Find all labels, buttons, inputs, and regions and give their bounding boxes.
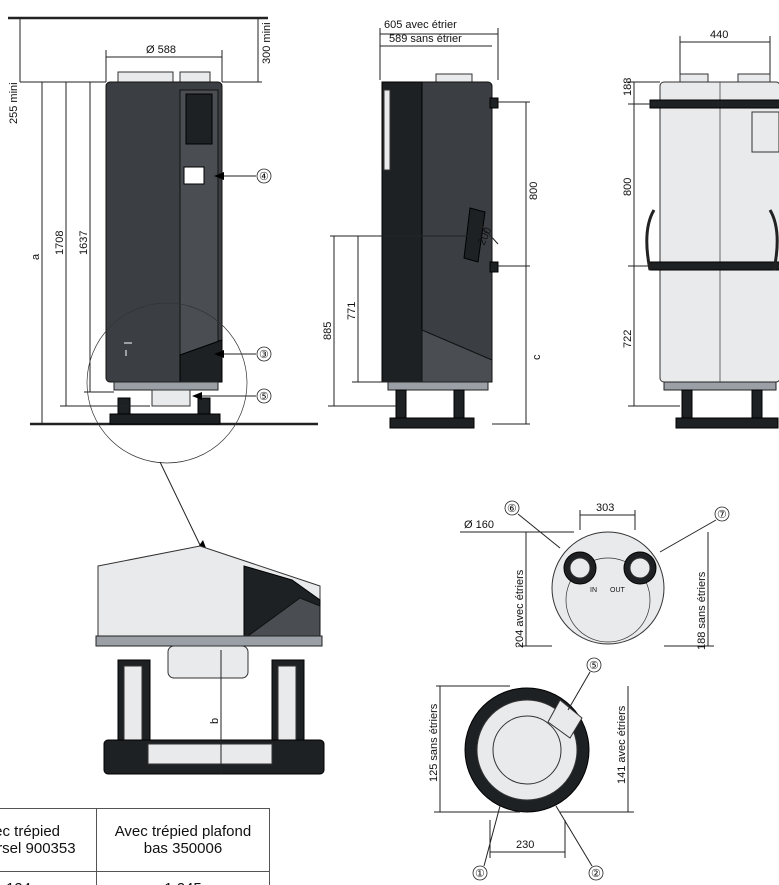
dim-722: 722 xyxy=(622,330,634,348)
marker-5: ⑤ xyxy=(259,391,269,403)
back-view: 440 188 800 722 xyxy=(622,29,779,429)
dim-440: 440 xyxy=(710,29,728,41)
dim-188-sans: 188 sans étriers xyxy=(696,571,708,650)
table-value-plafond: 1 245 xyxy=(95,871,271,885)
logo-badge xyxy=(183,166,205,185)
marker-6: ⑥ xyxy=(507,503,517,515)
side-view: 605 avec étrier 589 sans étrier 800 c 20… xyxy=(322,19,543,429)
top-view: 303 IN OUT Ø 160 ⑥ ⑦ 204 avec étriers 18… xyxy=(460,500,730,650)
dim-160: Ø 160 xyxy=(464,519,494,531)
table-value-universel: 124 xyxy=(0,871,97,885)
dim-a: a xyxy=(30,253,42,260)
dim-b: b xyxy=(209,718,221,724)
detail-view: b xyxy=(95,545,325,775)
dim-588: Ø 588 xyxy=(146,44,176,56)
dim-885: 885 xyxy=(322,322,334,340)
table-header-plafond: Avec trépied plafond bas 350006 xyxy=(95,808,271,872)
marker-1: ① xyxy=(475,868,485,880)
dim-230: 230 xyxy=(516,839,534,851)
dim-605: 605 avec étrier xyxy=(384,19,457,31)
label-out: OUT xyxy=(610,587,626,594)
label-in: IN xyxy=(590,587,597,594)
dim-c: c xyxy=(531,354,543,360)
table-header-universel: Avec trépied universel 900353 xyxy=(0,808,97,872)
dimension-table: Avec trépied universel 900353 Avec trépi… xyxy=(0,808,330,885)
marker-4: ④ xyxy=(259,171,269,183)
dim-589: 589 sans étrier xyxy=(389,33,462,45)
dim-1708: 1708 xyxy=(54,231,66,255)
dim-204-avec: 204 avec étriers xyxy=(514,569,526,648)
bottom-view: ⑤ 125 sans étriers 141 avec étriers 230 … xyxy=(428,657,634,881)
marker-3: ③ xyxy=(259,349,269,361)
front-view: Ø 588 300 mini 255 mini a 1708 1637 ④ ③ … xyxy=(8,16,318,550)
dim-125-sans: 125 sans étriers xyxy=(428,703,440,782)
marker-5-bottom: ⑤ xyxy=(589,660,599,672)
dim-1637: 1637 xyxy=(78,231,90,255)
dim-800-back: 800 xyxy=(622,178,634,196)
marker-7: ⑦ xyxy=(717,509,727,521)
dim-255-mini: 255 mini xyxy=(8,82,20,124)
dim-300-mini: 300 mini xyxy=(261,22,273,64)
dim-188-back: 188 xyxy=(622,78,634,96)
marker-2: ② xyxy=(591,868,601,880)
dim-771: 771 xyxy=(346,302,358,320)
dim-303: 303 xyxy=(596,502,614,514)
dim-141-avec: 141 avec étriers xyxy=(616,705,628,784)
dim-800-side: 800 xyxy=(528,182,540,200)
